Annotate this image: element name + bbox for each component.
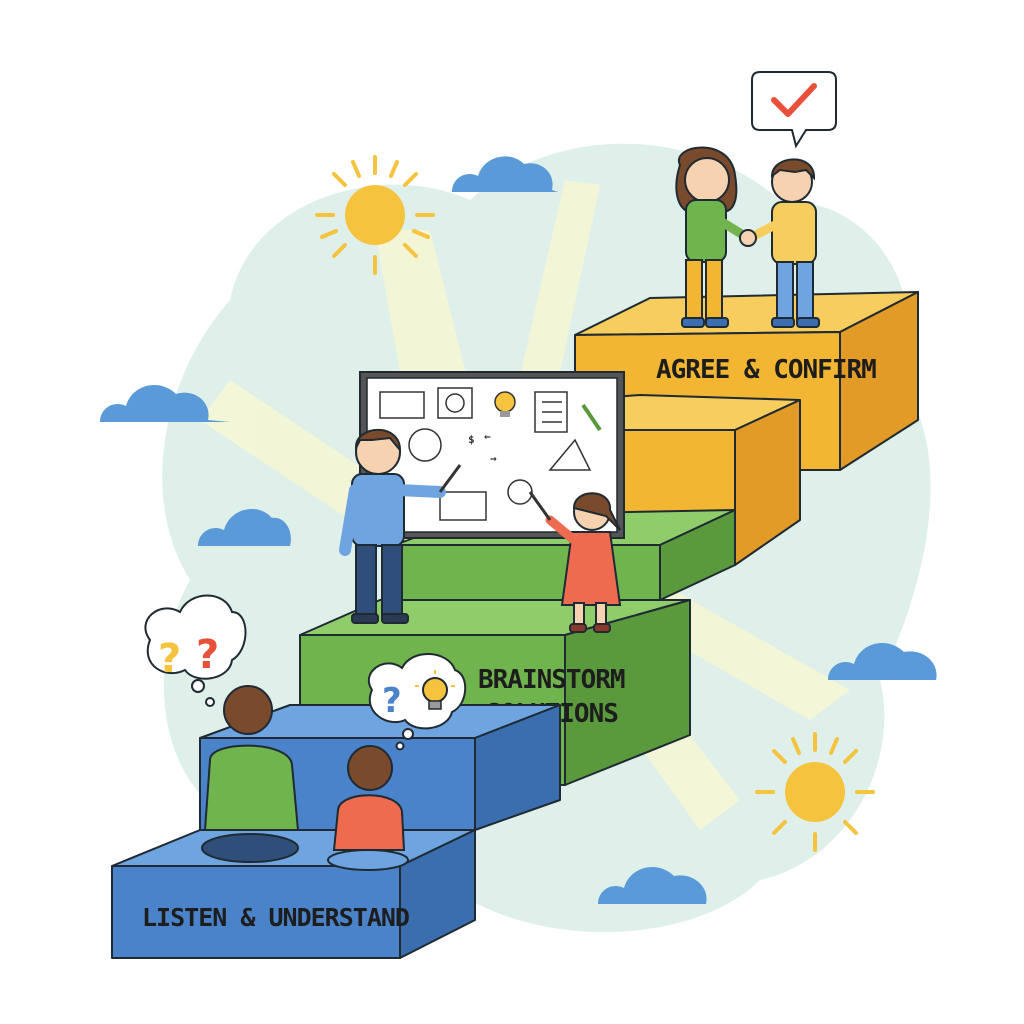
sun-icon bbox=[757, 734, 873, 850]
sun-icon bbox=[317, 157, 433, 273]
whiteboard-arrow-right: → bbox=[490, 452, 497, 465]
whiteboard-arrow-left: ← bbox=[484, 430, 491, 443]
question-mark: ? bbox=[196, 632, 219, 678]
step-label-brainstorm: BRAINSTORM bbox=[478, 665, 625, 695]
question-mark: ? bbox=[158, 636, 181, 682]
step-label-agree-confirm: AGREE & CONFIRM bbox=[656, 355, 876, 385]
question-mark: ? bbox=[382, 681, 402, 721]
handshake bbox=[740, 230, 756, 246]
whiteboard-dollar: $ bbox=[468, 433, 475, 446]
step-label-listen-understand: LISTEN & UNDERSTAND bbox=[142, 903, 409, 932]
speech-bubble bbox=[752, 72, 836, 146]
